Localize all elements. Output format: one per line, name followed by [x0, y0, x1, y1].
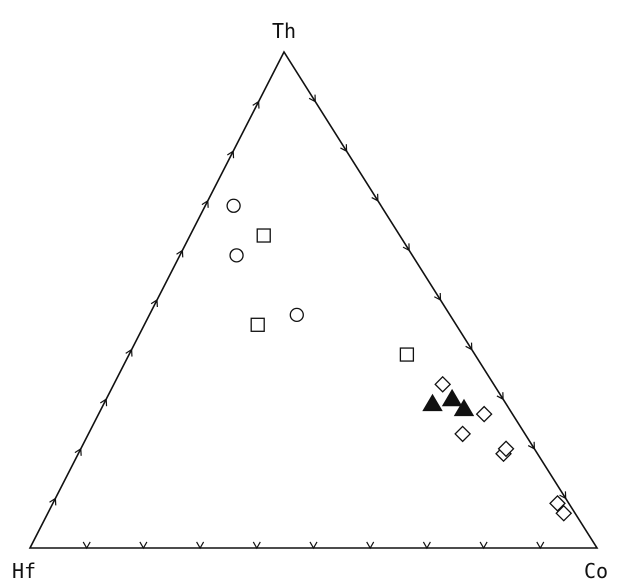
tick-bottom [139, 541, 148, 550]
tick-right [434, 292, 442, 302]
point-square [250, 317, 265, 332]
point-diamond [454, 425, 472, 443]
point-diamond [475, 405, 493, 423]
tick-right [402, 243, 410, 252]
data-points [226, 198, 573, 522]
point-diamond [555, 504, 573, 522]
tick-left [176, 249, 184, 258]
tick-right [527, 441, 536, 450]
point-triangle [441, 388, 463, 407]
tick-right [465, 342, 473, 351]
tick-bottom [366, 541, 375, 550]
tick-right [559, 491, 567, 500]
tick-bottom [536, 541, 545, 550]
tick-right [340, 144, 348, 153]
point-circle [289, 307, 304, 323]
point-square [256, 228, 271, 243]
tick-bottom [309, 541, 318, 550]
tick-left [150, 298, 158, 308]
point-square [399, 347, 415, 362]
point-diamond [434, 375, 452, 393]
tick-right [308, 94, 316, 103]
point-diamond [497, 440, 515, 458]
tick-bottom [479, 541, 488, 550]
tick-bottom [82, 541, 91, 550]
tick-left [125, 348, 133, 357]
vertex-label-right: Co [584, 559, 608, 582]
tick-marks [49, 94, 567, 550]
tick-left [99, 398, 108, 407]
tick-left [74, 447, 82, 456]
tick-bottom [196, 541, 205, 550]
tick-left [252, 100, 260, 109]
tick-left [201, 199, 209, 208]
triangle-outline [28, 50, 599, 549]
tick-right [371, 193, 379, 202]
point-triangle [453, 398, 475, 417]
point-diamond [549, 494, 566, 512]
vertex-label-left: Hf [12, 559, 36, 582]
tick-bottom [252, 541, 261, 550]
tick-left [49, 497, 57, 506]
tick-right [496, 392, 504, 401]
point-circle [229, 248, 244, 263]
point-circle [226, 198, 241, 213]
triangle-axes [28, 50, 599, 549]
tick-bottom [422, 541, 431, 550]
vertex-label-top: Th [272, 19, 296, 43]
tick-left [226, 150, 235, 159]
point-triangle [422, 393, 443, 412]
